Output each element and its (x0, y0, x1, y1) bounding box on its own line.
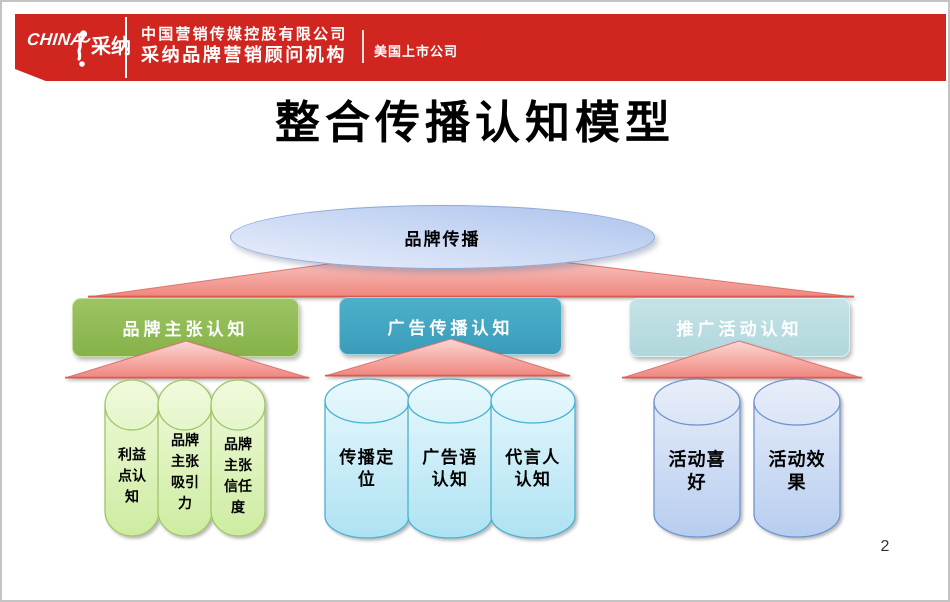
root-node-ellipse: 品牌传播 (230, 205, 655, 269)
cylinder-claim-trust (210, 379, 266, 537)
cylinder-positioning-label: 传播定 位 (339, 447, 395, 489)
header-banner: CHINA 采纳 中国营销传媒控股有限公司 采纳品牌营销顾问机构 美国上市公司 (15, 14, 946, 81)
cylinder-claim-attraction-label: 品牌 主张 吸引 力 (171, 432, 199, 511)
root-node-label: 品牌传播 (404, 229, 481, 249)
banner-divider-1 (125, 17, 127, 78)
cylinder-spokesperson (490, 378, 576, 539)
cylinder-activity-preference (653, 378, 741, 538)
company-name-line: 中国营销传媒控股有限公司 (141, 26, 348, 43)
cylinder-benefit-point-label: 利益 点认 知 (118, 446, 146, 505)
company-logo: CHINA 采纳 (23, 22, 135, 74)
slide-title: 整合传播认知模型 (274, 97, 675, 148)
banner-divider-2 (362, 30, 364, 63)
company-name-block: 中国营销传媒控股有限公司 采纳品牌营销顾问机构 (141, 27, 347, 64)
logo-cainuo-text: 采纳 (91, 36, 131, 58)
connector-triangle-brand-claim (64, 340, 310, 379)
branch-box-promotion-label: 推广活动认知 (676, 320, 803, 339)
cylinder-spokesperson-label: 代言人 认知 (505, 447, 561, 489)
listed-company-label: 美国上市公司 (374, 44, 459, 59)
branch-box-brand-claim-label: 品牌主张认知 (122, 320, 249, 339)
cylinder-activity-preference-label: 活动喜 好 (668, 449, 726, 493)
page-number: 2 (880, 538, 890, 555)
cylinder-activity-effect (753, 378, 841, 538)
agency-name-line: 采纳品牌营销顾问机构 (141, 45, 347, 65)
cylinder-slogan-label: 广告语 认知 (422, 447, 478, 489)
connector-triangle-ad-communication (324, 338, 571, 377)
branch-box-promotion: 推广活动认知 (629, 298, 850, 357)
cylinder-claim-trust-label: 品牌 主张 信任 度 (224, 436, 252, 515)
branch-box-ad-communication-label: 广告传播认知 (387, 318, 514, 338)
cylinder-activity-effect-label: 活动效 果 (768, 449, 826, 493)
logo-figure-icon (77, 30, 91, 67)
connector-triangle-promotion (621, 340, 863, 379)
